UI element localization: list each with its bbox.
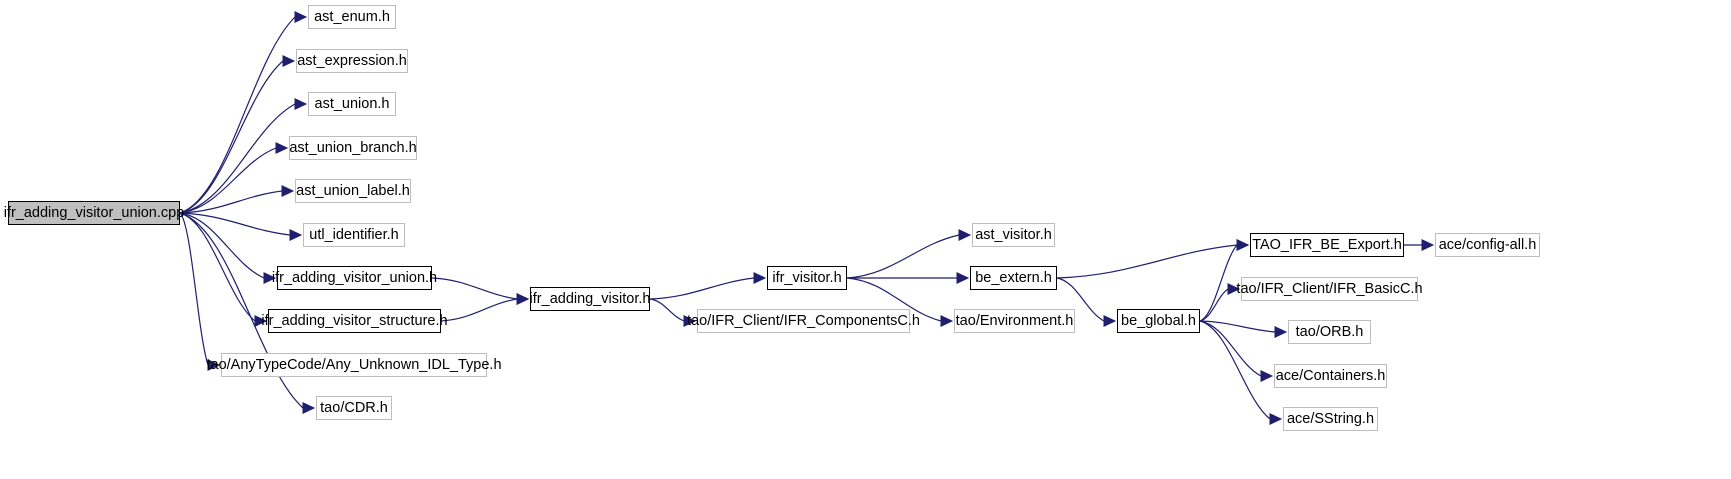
graph-node-label: ace/Containers.h (1275, 367, 1386, 384)
graph-edge-root-to-ast_expression (179, 55, 296, 214)
graph-node-tao_orb[interactable]: tao/ORB.h (1288, 320, 1371, 344)
graph-node-ast_visitor[interactable]: ast_visitor.h (972, 223, 1055, 247)
graph-node-be_extern[interactable]: be_extern.h (970, 266, 1057, 290)
graph-edge-be_extern-to-export_h (1056, 239, 1250, 279)
graph-node-label: ace/config-all.h (1438, 236, 1537, 253)
graph-node-label: tao/AnyTypeCode/Any_Unknown_IDL_Type.h (206, 356, 502, 373)
graph-edge-root-to-ast_union_branch (179, 142, 289, 214)
graph-node-ast_union_label[interactable]: ast_union_label.h (295, 179, 411, 203)
graph-node-ast_union[interactable]: ast_union.h (308, 92, 396, 116)
graph-edge-iav_h-to-ifr_visitor (649, 272, 767, 300)
graph-node-iavs_h[interactable]: ifr_adding_visitor_structure.h (261, 309, 448, 333)
graph-node-ifr_visitor[interactable]: ifr_visitor.h (767, 266, 847, 290)
graph-node-label: ace/SString.h (1286, 410, 1375, 427)
graph-edge-iavu_h-to-iav_h (431, 277, 530, 305)
graph-node-tao_cdr[interactable]: tao/CDR.h (316, 396, 392, 420)
graph-node-iav_h[interactable]: ifr_adding_visitor.h (530, 287, 650, 311)
arrowhead-icon (1274, 326, 1288, 338)
graph-edge-root-to-utl_identifier (179, 212, 303, 241)
graph-node-ast_enum[interactable]: ast_enum.h (308, 5, 396, 29)
graph-node-label: be_global.h (1121, 312, 1196, 329)
graph-node-label: ifr_visitor.h (772, 269, 842, 286)
graph-edge-root-to-iavu_h (179, 212, 277, 284)
graph-edge-be_global-to-tao_orb (1199, 320, 1288, 338)
graph-node-ast_expression[interactable]: ast_expression.h (296, 49, 408, 73)
graph-node-label: ast_union_branch.h (289, 139, 417, 156)
graph-edge-ifr_visitor-to-ast_visitor (846, 229, 972, 279)
graph-node-utl_identifier[interactable]: utl_identifier.h (303, 223, 405, 247)
graph-node-label: ast_expression.h (297, 52, 407, 69)
graph-node-label: tao/ORB.h (1295, 323, 1364, 340)
arrowhead-icon (289, 229, 303, 241)
graph-node-iavu_h[interactable]: ifr_adding_visitor_union.h (272, 266, 437, 290)
graph-node-label: ast_union.h (314, 95, 390, 112)
graph-node-sstring[interactable]: ace/SString.h (1283, 407, 1378, 431)
graph-node-label: tao/Environment.h (955, 312, 1074, 329)
graph-node-environment[interactable]: tao/Environment.h (954, 309, 1075, 333)
graph-node-label: ast_union_label.h (296, 182, 410, 199)
graph-edge-root-to-iavs_h (179, 212, 268, 327)
graph-edge-root-to-ast_union (179, 98, 308, 214)
graph-node-ast_union_branch[interactable]: ast_union_branch.h (289, 136, 417, 160)
graph-node-label: utl_identifier.h (309, 226, 399, 243)
graph-node-containers[interactable]: ace/Containers.h (1274, 364, 1387, 388)
graph-node-label: ifr_adding_visitor_union.h (271, 269, 438, 286)
arrowhead-icon (294, 98, 308, 110)
graph-node-label: tao/IFR_Client/IFR_ComponentsC.h (687, 312, 920, 329)
arrowhead-icon (956, 272, 970, 284)
graph-node-componentsc[interactable]: tao/IFR_Client/IFR_ComponentsC.h (687, 309, 920, 333)
graph-edge-root-to-any_unknown (179, 212, 221, 371)
graph-node-basicc[interactable]: tao/IFR_Client/IFR_BasicC.h (1236, 277, 1423, 301)
graph-node-be_global[interactable]: be_global.h (1117, 309, 1200, 333)
graph-node-label: ifr_adding_visitor.h (529, 290, 651, 307)
graph-edge-be_global-to-containers (1199, 320, 1274, 382)
graph-node-export_h[interactable]: TAO_IFR_BE_Export.h (1250, 233, 1404, 257)
graph-edge-ifr_visitor-to-be_extern (847, 272, 970, 284)
graph-node-root[interactable]: ifr_adding_visitor_union.cpp (4, 201, 184, 225)
graph-node-label: TAO_IFR_BE_Export.h (1252, 236, 1402, 253)
graph-node-label: ast_visitor.h (975, 226, 1052, 243)
graph-node-label: be_extern.h (975, 269, 1052, 286)
arrowhead-icon (294, 11, 308, 23)
graph-node-label: ifr_adding_visitor_union.cpp (3, 204, 185, 221)
arrowhead-icon (753, 272, 767, 284)
graph-node-any_unknown[interactable]: tao/AnyTypeCode/Any_Unknown_IDL_Type.h (206, 353, 502, 377)
graph-edge-root-to-ast_union_label (179, 185, 295, 214)
graph-node-label: ast_enum.h (314, 8, 390, 25)
graph-node-config_all[interactable]: ace/config-all.h (1435, 233, 1540, 257)
graph-node-label: tao/IFR_Client/IFR_BasicC.h (1236, 280, 1423, 297)
graph-edge-root-to-ast_enum (179, 11, 308, 214)
graph-node-label: tao/CDR.h (320, 399, 388, 416)
graph-node-label: ifr_adding_visitor_structure.h (261, 312, 448, 329)
